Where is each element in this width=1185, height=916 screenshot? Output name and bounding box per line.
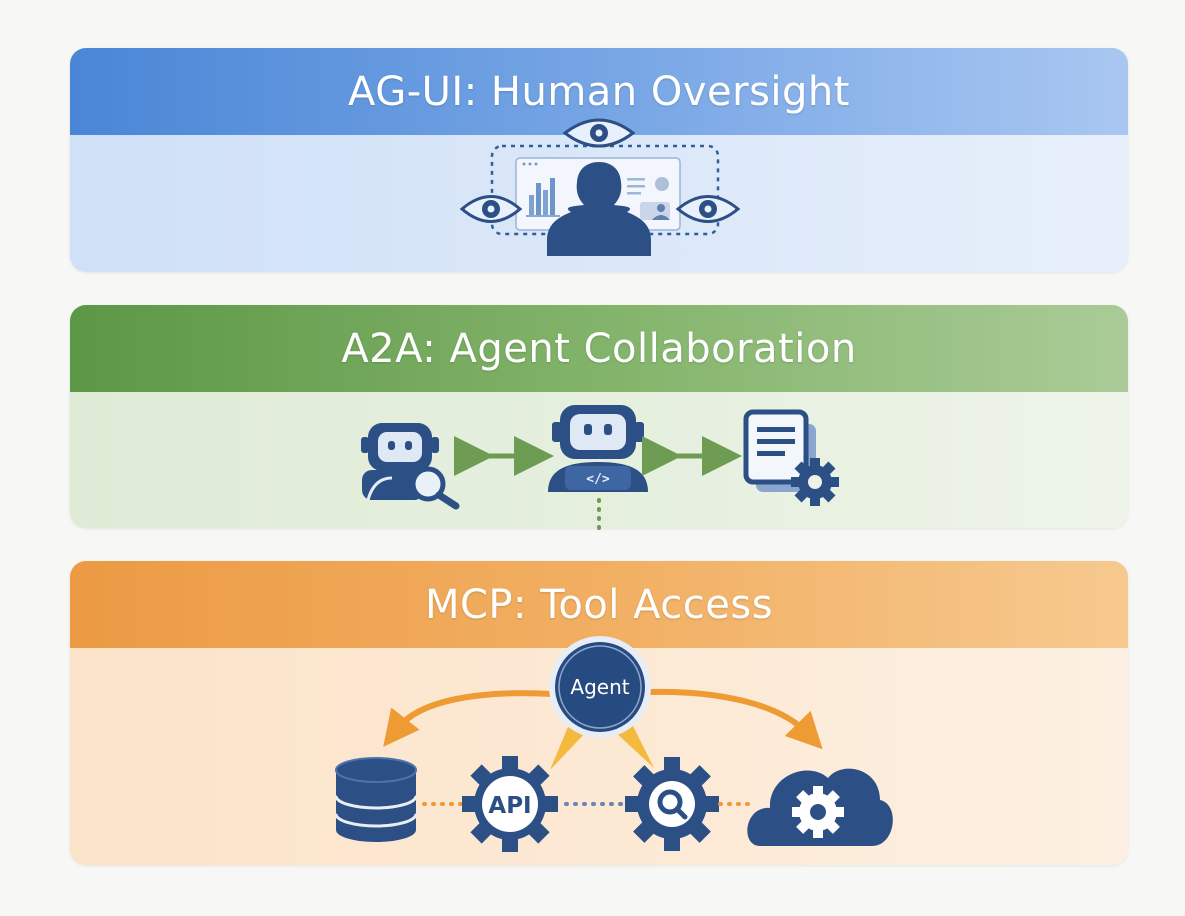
collaboration-illustration: </> bbox=[361, 405, 839, 536]
search-robot-icon bbox=[361, 423, 460, 510]
cloud-gear-icon bbox=[747, 768, 893, 846]
a2a-header: A2A: Agent Collaboration bbox=[70, 305, 1128, 392]
oversight-illustration bbox=[459, 118, 741, 256]
mcp-title: MCP: Tool Access bbox=[424, 581, 774, 628]
tool-access-illustration: Agent API bbox=[334, 636, 893, 852]
api-label: API bbox=[488, 793, 531, 819]
svg-text:</>: </> bbox=[586, 472, 610, 487]
eye-icon bbox=[675, 195, 741, 223]
bar-chart-icon bbox=[526, 178, 560, 217]
mcp-layer-panel: MCP: Tool Access bbox=[70, 561, 1128, 865]
ag-ui-title: AG-UI: Human Oversight bbox=[348, 68, 850, 115]
document-gear-icon bbox=[743, 409, 839, 506]
search-gear-icon bbox=[625, 757, 719, 851]
eye-icon bbox=[562, 118, 636, 148]
person-silhouette-icon bbox=[547, 162, 651, 256]
agent-node-icon: Agent bbox=[549, 636, 651, 738]
api-gear-icon: API bbox=[462, 756, 558, 852]
database-icon bbox=[334, 757, 418, 842]
coding-robot-icon: </> bbox=[548, 405, 648, 492]
eye-icon bbox=[459, 195, 523, 223]
agent-label: Agent bbox=[570, 675, 629, 699]
ag-ui-layer-panel: AG-UI: Human Oversight bbox=[70, 48, 1128, 272]
a2a-title: A2A: Agent Collaboration bbox=[341, 325, 857, 372]
mcp-header: MCP: Tool Access bbox=[70, 561, 1128, 648]
